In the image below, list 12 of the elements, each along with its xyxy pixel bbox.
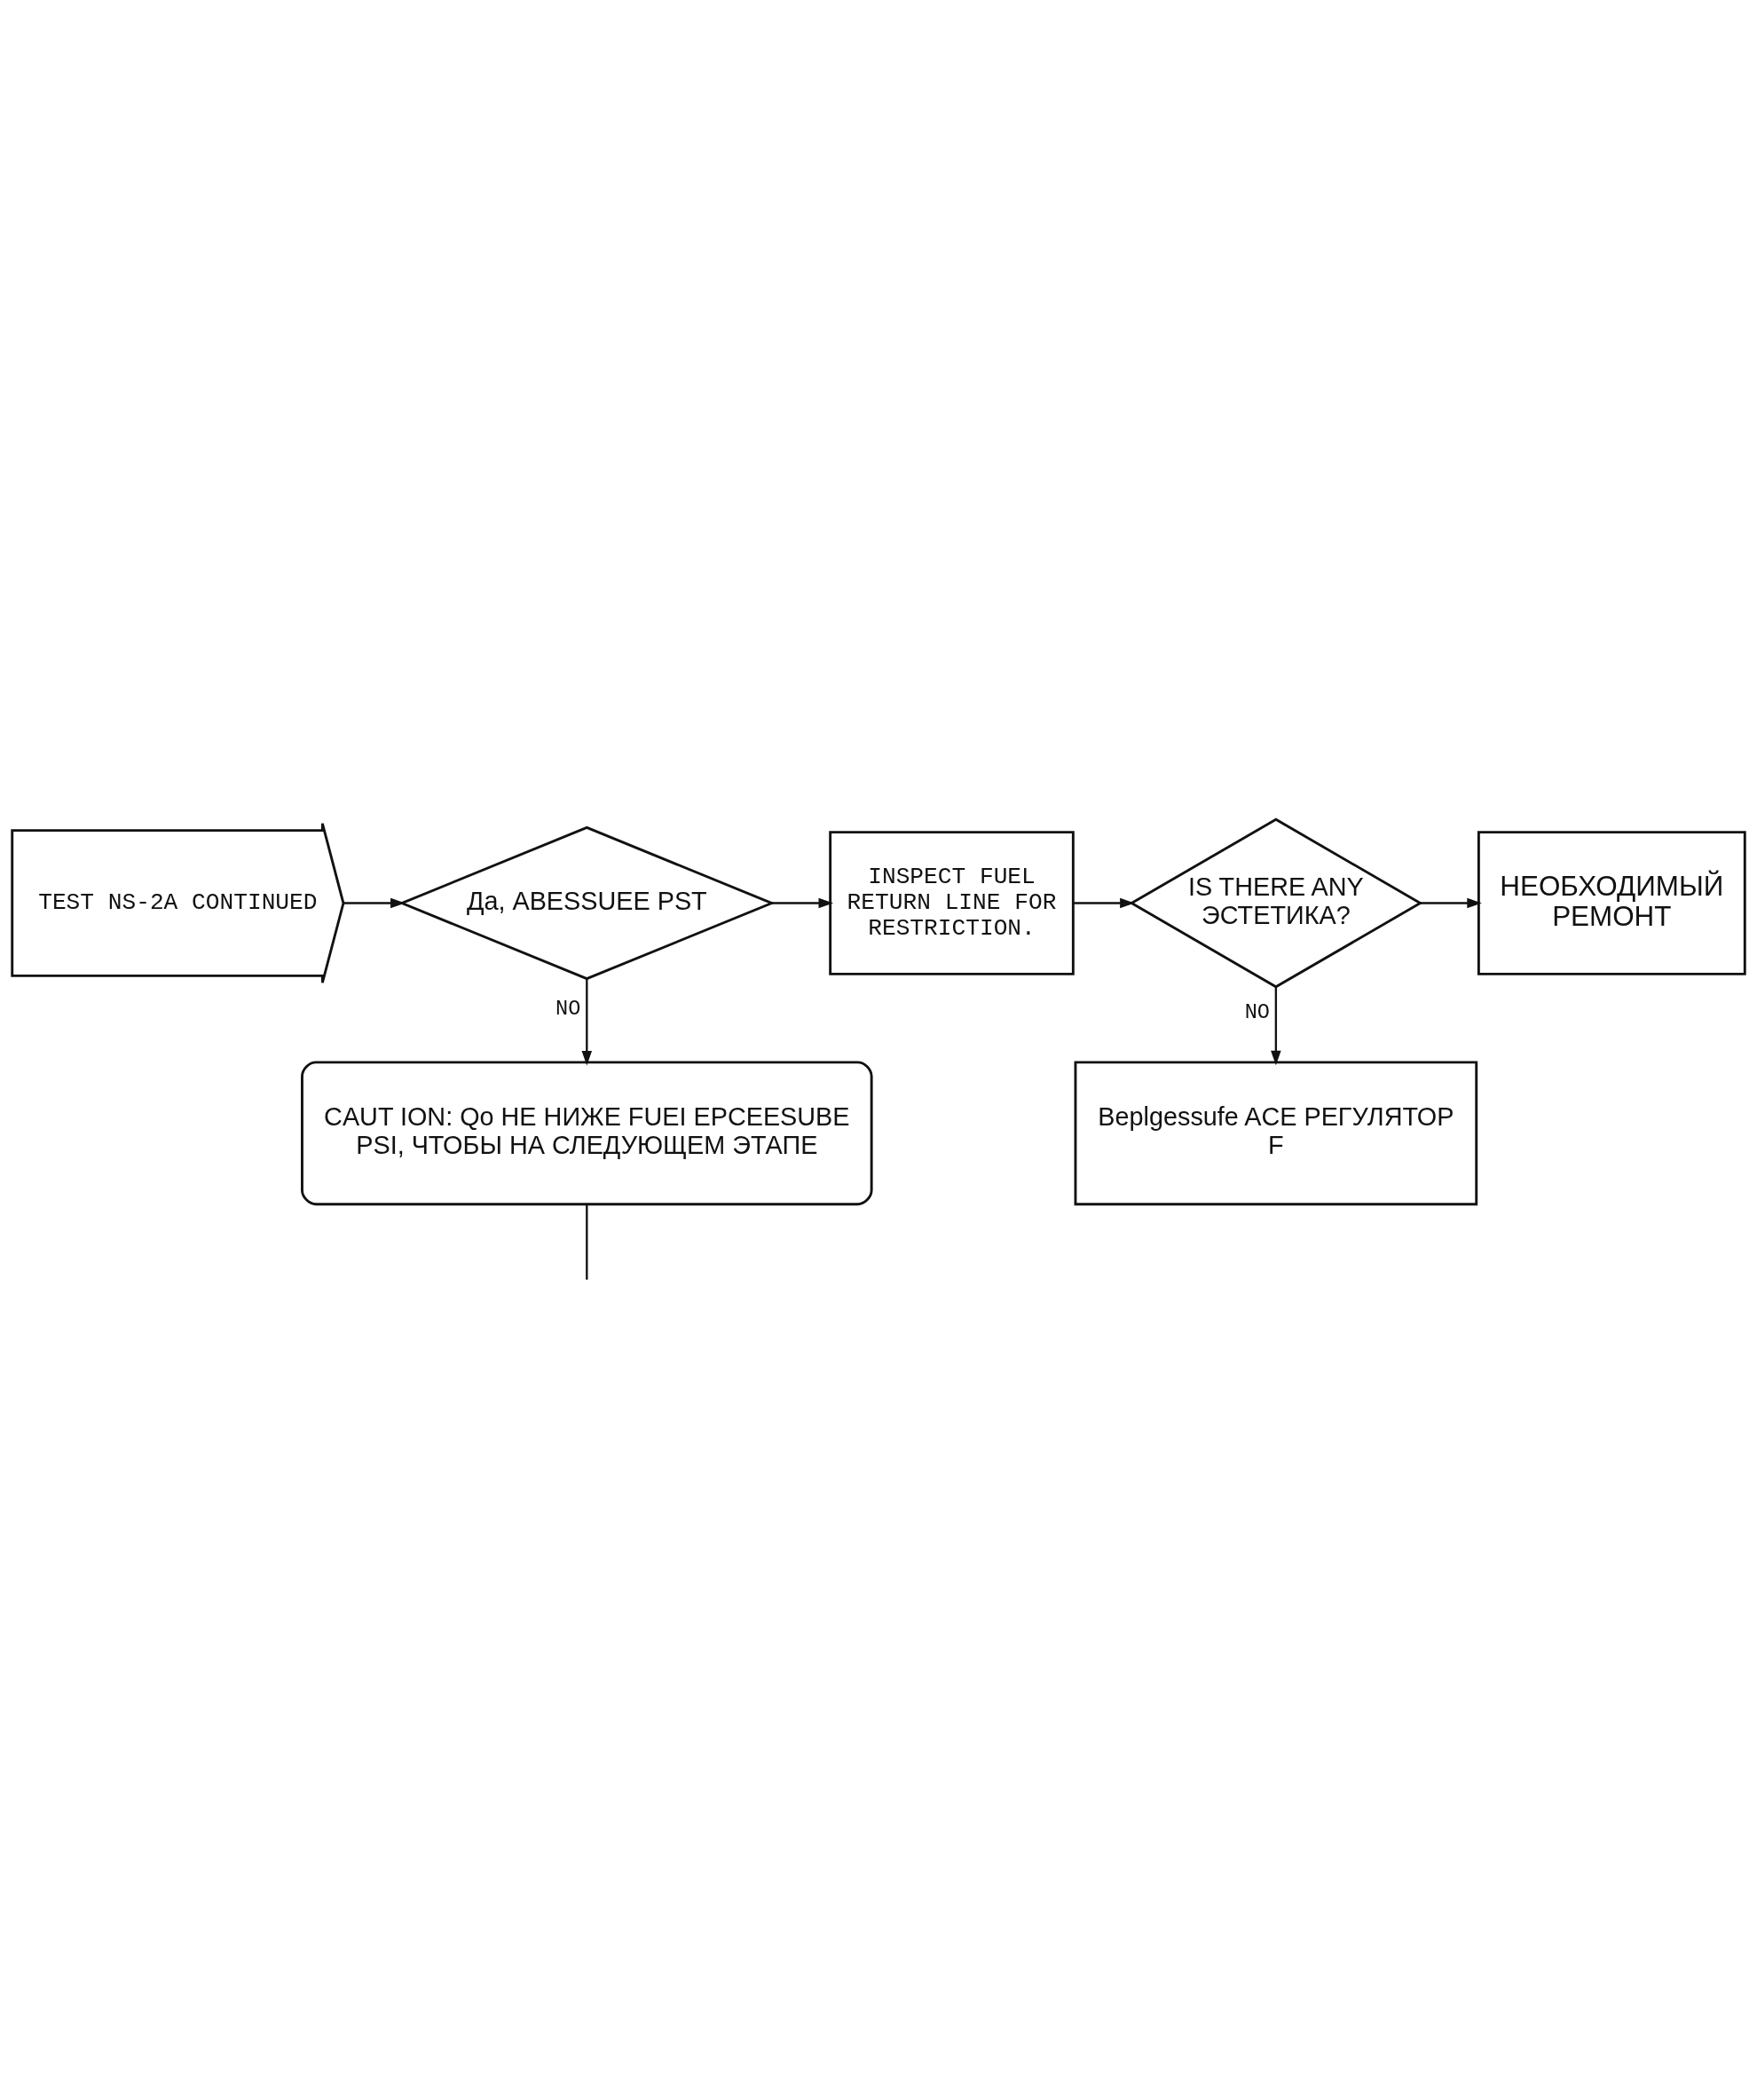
edge-label: NO (1244, 999, 1270, 1024)
arrow (1073, 897, 1135, 909)
arrow (771, 897, 834, 909)
node-box: Beplgessufe ACE РЕГУЛЯТОР F (1074, 1061, 1478, 1206)
edge-label: NO (555, 996, 581, 1021)
arrow (1271, 986, 1281, 1066)
node-box: НЕОБХОДИМЫЙ РЕМОНТ (1477, 831, 1746, 975)
arrow (1420, 897, 1482, 909)
arrow (581, 978, 593, 1066)
node-box: INSPECT FUEL RETURN LINE FOR RESTRICTION. (829, 831, 1075, 975)
node-box: CAUT ION: Qo НЕ НИЖЕ FUEI EPCEESUBE PSI, ЧТОБЫ НА СЛЕДУЮЩЕМ ЭТАПЕ (301, 1061, 873, 1206)
connector (586, 1204, 588, 1280)
